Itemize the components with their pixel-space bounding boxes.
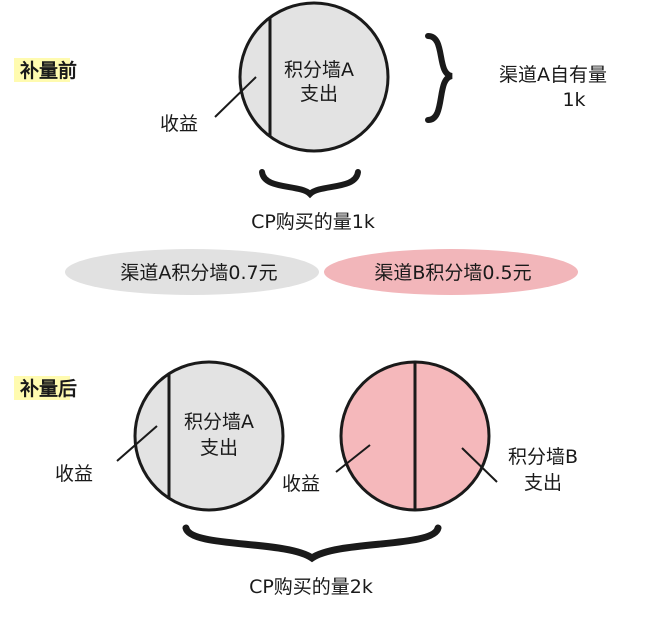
after-cp-brace bbox=[182, 524, 442, 563]
before-label-highlight bbox=[14, 58, 70, 82]
channel-a-price-pill bbox=[65, 249, 319, 295]
after-cp-volume-label: CP购买的量2k bbox=[249, 576, 373, 598]
after-section-label: 补量后 bbox=[20, 377, 77, 400]
after-circle-b-expense-line2: 支出 bbox=[524, 472, 562, 494]
after-income-a-label: 收益 bbox=[55, 463, 93, 485]
channel-a-price-label: 渠道A积分墙0.7元 bbox=[120, 262, 277, 284]
after-circle-a-label-line1: 积分墙A bbox=[184, 411, 254, 433]
after-label-highlight bbox=[14, 376, 70, 400]
channel-b-price-label: 渠道B积分墙0.5元 bbox=[374, 262, 531, 284]
after-income-b-pointer bbox=[335, 444, 371, 473]
before-own-volume-line1: 渠道A自有量 bbox=[499, 64, 607, 86]
after-circle-a-label-line2: 支出 bbox=[200, 437, 238, 459]
after-circle-b-expense-line1: 积分墙B bbox=[508, 446, 578, 468]
after-income-b-label: 收益 bbox=[282, 473, 320, 495]
before-circle-a-label-line2: 支出 bbox=[300, 83, 338, 105]
before-cp-brace bbox=[259, 169, 361, 199]
before-circle-a-shape bbox=[238, 1, 390, 153]
before-income-pointer bbox=[214, 76, 257, 118]
before-income-label: 收益 bbox=[160, 113, 198, 135]
before-own-volume-line2: 1k bbox=[562, 89, 585, 111]
after-circle-a-shape bbox=[133, 360, 285, 512]
after-circle-b-expense-pointer bbox=[461, 447, 498, 483]
after-circle-b bbox=[339, 360, 491, 512]
channel-b-price-pill bbox=[324, 249, 578, 295]
after-circle-a: 积分墙A 支出 bbox=[133, 360, 285, 512]
before-circle-a-label-line1: 积分墙A bbox=[284, 59, 354, 81]
before-own-volume-brace bbox=[425, 33, 454, 123]
before-section-label: 补量前 bbox=[20, 59, 77, 82]
before-cp-volume-label: CP购买的量1k bbox=[251, 211, 375, 233]
after-income-a-pointer bbox=[116, 425, 158, 462]
before-circle-a: 积分墙A 支出 bbox=[238, 1, 390, 153]
